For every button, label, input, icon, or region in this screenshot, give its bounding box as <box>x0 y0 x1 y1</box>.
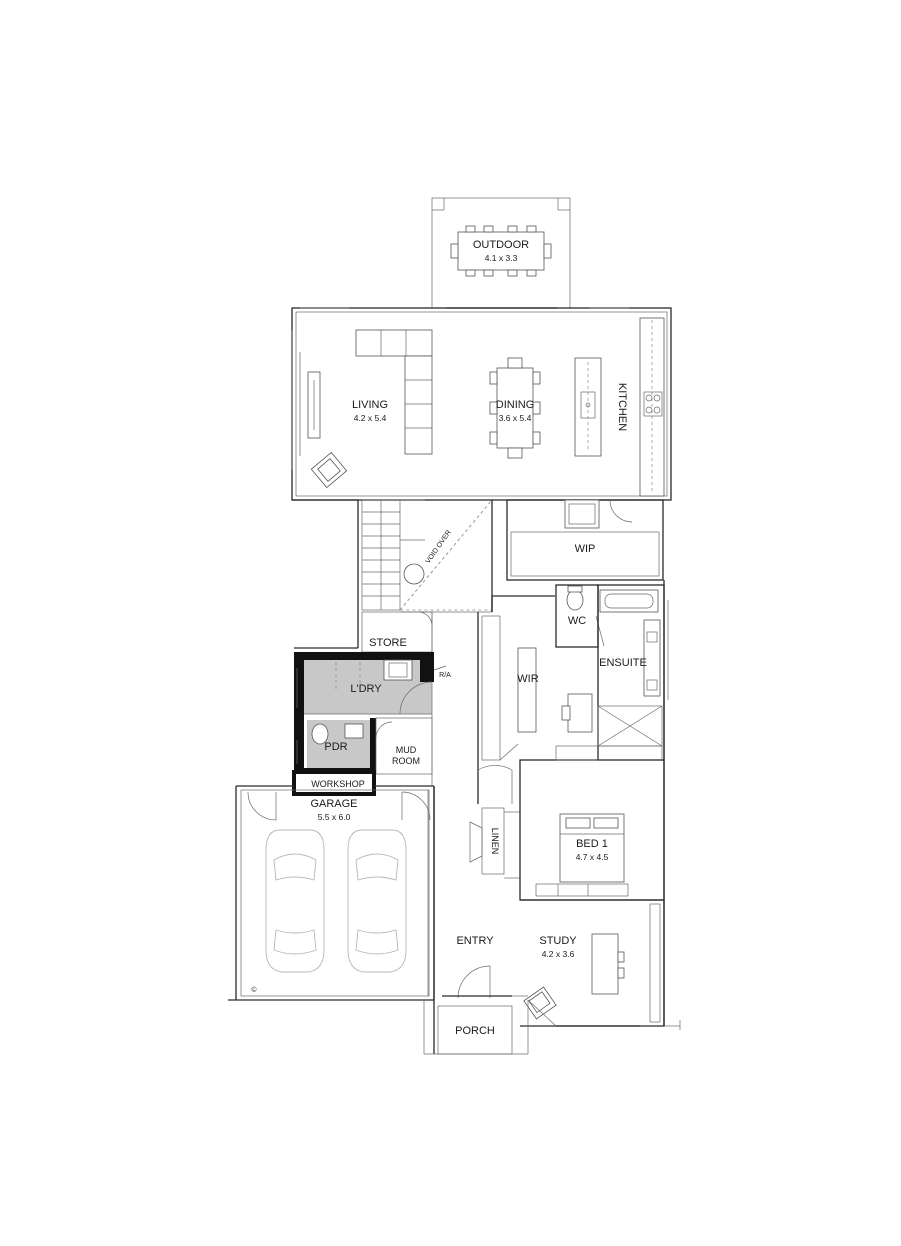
bed1-dims: 4.7 x 4.5 <box>576 852 609 862</box>
misc-walls <box>292 499 669 1026</box>
void-label: VOID OVER <box>425 529 453 565</box>
wc-room <box>555 584 605 648</box>
car-left <box>265 829 325 973</box>
wip-label: WIP <box>575 543 596 555</box>
living-label: LIVING <box>352 399 388 411</box>
dining-label: DINING <box>496 399 535 411</box>
living-block-walls <box>291 307 672 501</box>
linen-label: LINEN <box>490 828 500 855</box>
entry-label: ENTRY <box>456 935 494 947</box>
bed1-room <box>519 693 665 901</box>
kitchen-bench <box>639 317 665 497</box>
wir-room <box>477 595 555 770</box>
study-dims: 4.2 x 3.6 <box>542 949 575 959</box>
car-right <box>347 829 407 973</box>
living-armchair <box>310 451 348 489</box>
dining-table <box>489 357 541 459</box>
study-room <box>520 899 681 1030</box>
bed1-label: BED 1 <box>576 838 608 850</box>
kitchen-label: KITCHEN <box>616 383 628 431</box>
copyright-mark: © <box>251 986 257 994</box>
study-armchair <box>523 986 557 1020</box>
entry-hall <box>433 765 521 1054</box>
porch-area <box>423 995 557 1055</box>
outdoor-table <box>450 225 552 277</box>
kitchen-island <box>574 357 602 457</box>
ensuite-room <box>597 584 665 761</box>
store-label: STORE <box>369 637 407 649</box>
ensuite-label: ENSUITE <box>599 657 647 669</box>
dining-dims: 3.6 x 5.4 <box>499 413 532 423</box>
outdoor-area <box>431 197 571 309</box>
pdr-label: PDR <box>324 741 347 753</box>
workshop-room <box>292 770 376 796</box>
mud-room-label-1: MUD <box>396 745 417 755</box>
outdoor-dims: 4.1 x 3.3 <box>485 253 518 263</box>
porch-label: PORCH <box>455 1025 495 1037</box>
bed <box>559 813 625 883</box>
ra-label: R/A <box>439 672 451 679</box>
garage-label: GARAGE <box>310 798 357 810</box>
workshop-label: WORKSHOP <box>311 779 365 789</box>
stair-area <box>357 499 493 648</box>
outdoor-label: OUTDOOR <box>473 239 529 251</box>
wip-room <box>506 499 664 581</box>
mud-room-label-2: ROOM <box>392 756 420 766</box>
wir-label: WIR <box>517 673 538 685</box>
living-sofa <box>355 329 433 455</box>
study-label: STUDY <box>539 935 577 947</box>
wc-label: WC <box>568 615 586 627</box>
garage-dims: 5.5 x 6.0 <box>318 812 351 822</box>
laundry-label: L'DRY <box>350 683 382 695</box>
living-dims: 4.2 x 5.4 <box>354 413 387 423</box>
laundry-room <box>294 652 434 715</box>
